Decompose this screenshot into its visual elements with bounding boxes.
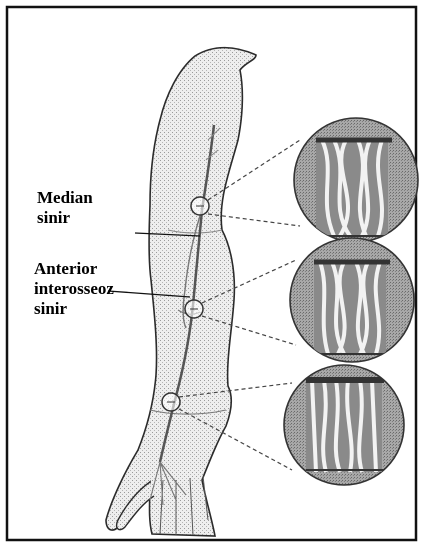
magnified-nerve-bundle-icon: [284, 365, 404, 485]
magnified-nerve-bundle-icon: [290, 238, 414, 362]
magnified-nerve-bundle-icon: [294, 118, 418, 242]
median-label-line1: Median: [37, 188, 93, 208]
anterior-label-line2: interosseoz: [34, 279, 114, 299]
anterior-label-line1: Anterior: [34, 259, 114, 279]
anterior-interosseous-nerve-label: Anterior interosseoz sinir: [34, 259, 114, 319]
median-label-line2: sinir: [37, 208, 93, 228]
median-nerve-label: Median sinir: [37, 188, 93, 228]
anterior-label-line3: sinir: [34, 299, 114, 319]
